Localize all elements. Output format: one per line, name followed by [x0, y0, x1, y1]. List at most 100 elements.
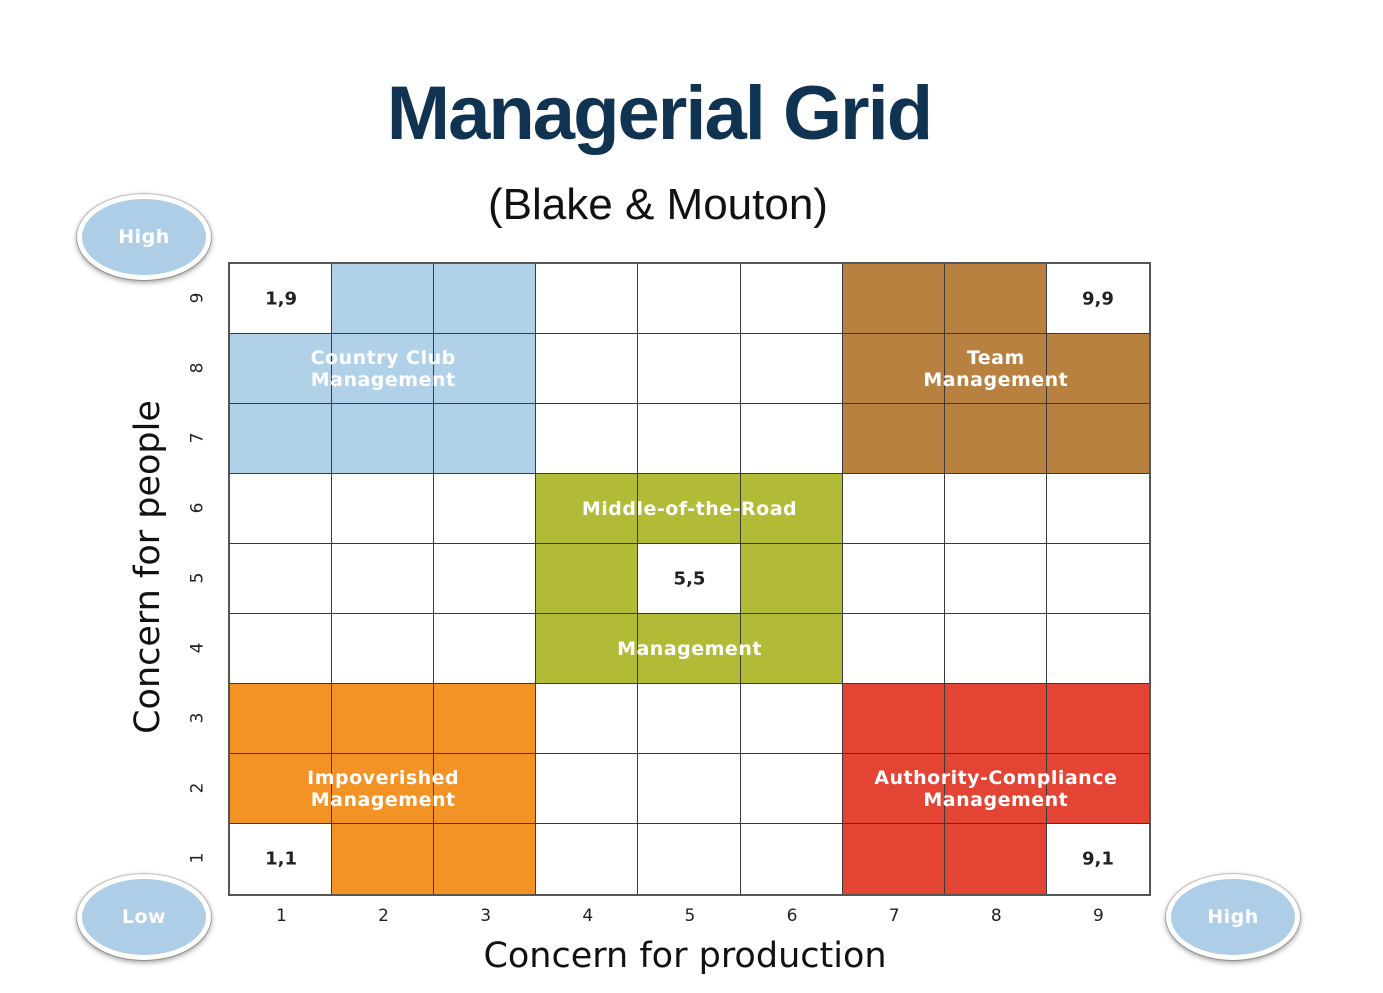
grid-cell [740, 264, 843, 334]
y-tick-label: 7 [187, 432, 208, 444]
grid-cell [638, 684, 741, 754]
grid-cell [740, 474, 843, 544]
zone-label-line: Team [966, 347, 1025, 369]
x-tick-label: 6 [786, 906, 798, 926]
x-tick-label: 1 [276, 906, 287, 926]
grid-cell [944, 614, 1047, 684]
grid-cell [434, 824, 537, 894]
grid-cell [536, 474, 639, 544]
grid-cell [740, 824, 843, 894]
grid-cell [1046, 824, 1149, 894]
x-axis-label: Concern for production [483, 936, 887, 976]
grid-cell [434, 334, 537, 404]
x-tick-label: 3 [480, 906, 492, 926]
grid-cell [944, 684, 1047, 754]
y-tick-label: 5 [187, 572, 208, 584]
grid-cell [536, 754, 639, 824]
grid-cell [638, 404, 741, 474]
zone-label-line: Middle-of-the-Road [581, 498, 798, 520]
grid-cell [842, 754, 945, 824]
x-tick-label: 4 [582, 906, 594, 926]
zone-label-line: Management [310, 789, 456, 811]
grid-cell [536, 334, 639, 404]
x-tick-label: 5 [684, 906, 696, 926]
high-people-badge: High [77, 194, 211, 280]
grid-cell [536, 264, 639, 334]
grid-cell [1046, 544, 1149, 614]
grid-cell [230, 404, 333, 474]
y-tick-label: 2 [187, 782, 208, 794]
grid-cell [740, 404, 843, 474]
coordinate-label: 1,1 [265, 848, 297, 870]
grid-cell [1046, 404, 1149, 474]
middle-of-the-road-label: Middle-of-the-Road [582, 498, 797, 520]
grid-cell [1046, 264, 1149, 334]
grid-cell [332, 824, 435, 894]
grid-cell [944, 404, 1047, 474]
grid-cell [230, 684, 333, 754]
grid-cell [332, 544, 435, 614]
grid-cell [1046, 334, 1149, 404]
x-tick-label: 2 [378, 906, 389, 926]
low-badge: Low [77, 874, 211, 960]
grid-cell [842, 544, 945, 614]
grid-cell [332, 614, 435, 684]
grid-cell [740, 684, 843, 754]
grid-cell [842, 614, 945, 684]
grid-cell [944, 544, 1047, 614]
grid-cell [230, 824, 333, 894]
grid-cell [638, 614, 741, 684]
grid-cell [842, 264, 945, 334]
grid-cell [434, 544, 537, 614]
y-axis-label: Concern for people [128, 400, 168, 734]
x-tick-label: 9 [1092, 906, 1104, 926]
grid-cell [332, 334, 435, 404]
grid-cell [944, 474, 1047, 544]
y-tick-label: 9 [187, 292, 208, 304]
zone-label-line: Management [617, 638, 762, 660]
grid-cell [332, 474, 435, 544]
grid-cell [332, 264, 435, 334]
grid-cell [842, 684, 945, 754]
grid-cell [1046, 614, 1149, 684]
coordinate-label: 9,1 [1081, 848, 1114, 870]
grid-cell [230, 544, 333, 614]
grid-cell [638, 754, 741, 824]
grid-cell [230, 334, 333, 404]
grid-cell [638, 334, 741, 404]
grid-cell [332, 684, 435, 754]
grid-cell [638, 264, 741, 334]
zone-label-line: Management [923, 789, 1069, 811]
grid-cell [842, 404, 945, 474]
coordinate-label: 9,9 [1081, 288, 1114, 310]
grid-cell [434, 684, 537, 754]
zone-label-line: Management [923, 369, 1069, 391]
middle-of-the-road-management-label: Management [617, 638, 762, 660]
grid-cell [230, 754, 333, 824]
grid-cell [638, 544, 741, 614]
zone-label-line: Authority-Compliance [874, 767, 1118, 789]
grid-cell [536, 614, 639, 684]
grid-cell [536, 684, 639, 754]
coordinate-label: 1,9 [265, 288, 297, 310]
grid-cell [944, 824, 1047, 894]
page-title: Managerial Grid [386, 71, 933, 156]
grid-cell [536, 404, 639, 474]
y-tick-label: 1 [187, 852, 208, 864]
grid-cell [842, 334, 945, 404]
zone-label-line: Country Club [310, 347, 456, 369]
x-tick-label: 8 [990, 906, 1002, 926]
grid-cell [740, 754, 843, 824]
grid-cell [434, 264, 537, 334]
grid-cell [434, 474, 537, 544]
grid-cell [230, 474, 333, 544]
grid-cell [536, 824, 639, 894]
grid-cell [1046, 474, 1149, 544]
grid-cell [536, 544, 639, 614]
grid-cell [740, 544, 843, 614]
x-tick-label: 7 [888, 906, 900, 926]
